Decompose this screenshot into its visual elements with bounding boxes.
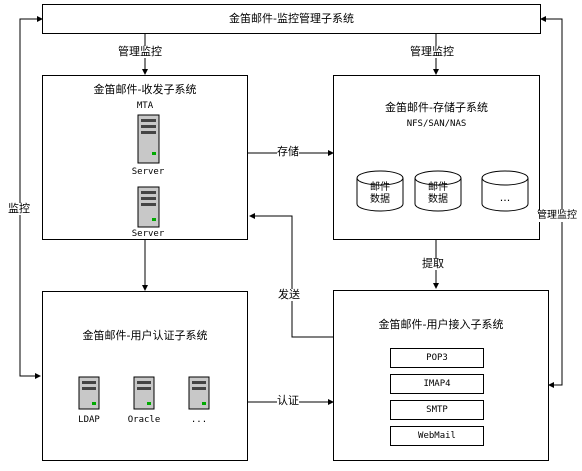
- disk-label: 邮件 数据: [428, 182, 448, 205]
- disk-icon: [414, 170, 462, 212]
- disk-label: 邮件 数据: [370, 182, 390, 205]
- auth-subsystem: 金笛邮件-用户认证子系统: [42, 291, 248, 461]
- server-label: Server: [131, 167, 165, 177]
- connector-label-mgmt-side: 管理监控: [537, 210, 577, 222]
- protocol-webmail: WebMail: [390, 426, 484, 446]
- mail-subsystem-title: 金笛邮件-收发子系统: [93, 83, 197, 96]
- server-label: Server: [131, 229, 165, 239]
- server-icon: [137, 186, 160, 228]
- monitor-subsystem: 金笛邮件-监控管理子系统: [42, 4, 541, 34]
- protocol-smtp: SMTP: [390, 400, 484, 420]
- server-icon: [133, 376, 155, 410]
- connector-label-fetch: 提取: [422, 257, 444, 270]
- mta-label: MTA: [136, 101, 154, 111]
- storage-protocols: NFS/SAN/NAS: [406, 119, 467, 129]
- connector-label-send: 发送: [278, 288, 300, 301]
- storage-subsystem-title: 金笛邮件-存储子系统: [385, 101, 488, 114]
- server-icon: [78, 376, 100, 410]
- connector-label-mgmt-left: 管理监控: [118, 45, 162, 58]
- protocol-imap4: IMAP4: [390, 374, 484, 394]
- server-icon: [188, 376, 210, 410]
- connector-label-storage: 存储: [277, 145, 299, 158]
- auth-subsystem-title: 金笛邮件-用户认证子系统: [82, 329, 208, 342]
- connector-label-monitor: 监控: [8, 202, 30, 215]
- connector-label-auth: 认证: [277, 394, 299, 407]
- auth-server-label: ...: [190, 415, 208, 425]
- auth-server-label: Oracle: [127, 415, 161, 425]
- auth-server-label: LDAP: [78, 415, 100, 425]
- monitor-subsystem-title: 金笛邮件-监控管理子系统: [229, 12, 354, 25]
- disk-icon: [481, 170, 529, 212]
- connector-label-mgmt-right: 管理监控: [410, 45, 454, 58]
- access-subsystem-title: 金笛邮件-用户接入子系统: [378, 318, 504, 331]
- disk-icon: [356, 170, 404, 212]
- protocol-pop3: POP3: [390, 348, 484, 368]
- server-icon: [137, 114, 160, 164]
- storage-subsystem: 金笛邮件-存储子系统 NFS/SAN/NAS: [333, 75, 540, 240]
- disk-label: ...: [499, 191, 511, 204]
